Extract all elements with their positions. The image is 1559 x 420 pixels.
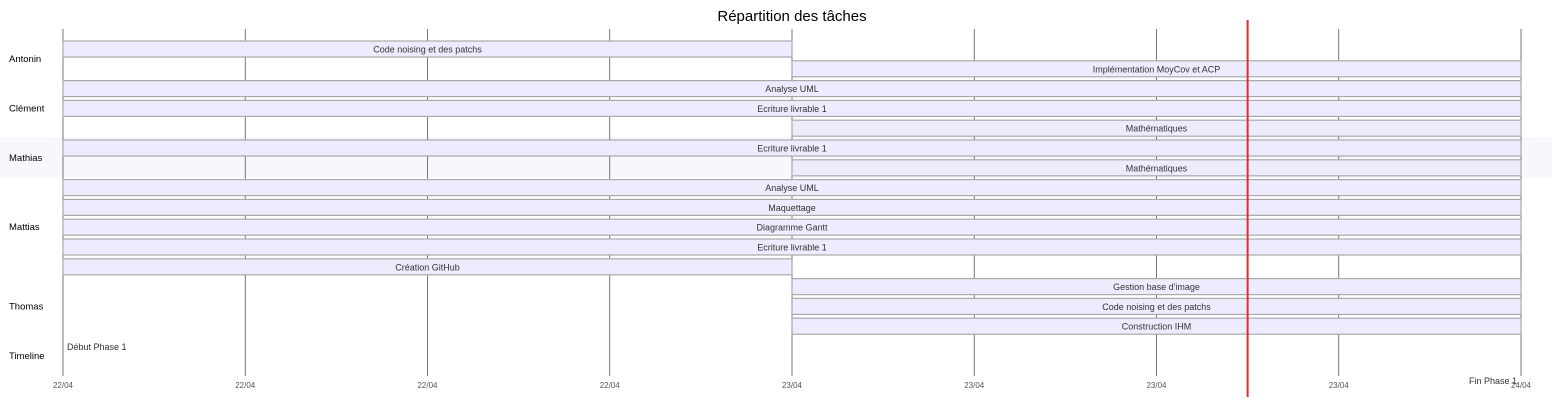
task-bar[interactable] [62,40,793,58]
task-bar[interactable] [62,139,1522,157]
task-bar[interactable] [62,258,793,276]
task-bar[interactable] [791,278,1522,296]
task-label: Construction IHM [1122,322,1192,332]
task-label: Code noising et des patchs [373,45,482,55]
chart-title: Répartition des tâches [717,8,866,25]
x-tick-label: 23/04 [964,381,985,390]
x-tick-label: 23/04 [1146,381,1167,390]
task-bar[interactable] [791,317,1522,335]
x-tick-label: 22/04 [235,381,256,390]
task-label: Gestion base d'image [1113,282,1200,292]
section-label: Thomas [9,301,44,312]
task-bar[interactable] [62,99,1522,118]
section-label: Clément [9,103,45,114]
x-tick-label: 23/04 [782,381,803,390]
section-label: Antonin [9,54,41,65]
section-label: Timeline [9,351,45,362]
task-bar[interactable] [791,159,1522,177]
section-label: Mattias [9,222,40,233]
task-label: Code noising et des patchs [1102,302,1211,312]
x-tick-label: 24/04 [1511,381,1532,390]
task-label: Analyse UML [765,84,819,94]
task-label: Création GitHub [395,262,460,272]
task-label: Ecriture livrable 1 [757,243,827,253]
x-tick-label: 22/04 [417,381,438,390]
task-bar[interactable] [791,60,1522,78]
task-bar[interactable] [791,119,1522,137]
task-label: Diagramme Gantt [756,223,828,233]
task-bar[interactable] [62,238,1522,256]
task-bar[interactable] [62,79,1522,98]
task-bar[interactable] [62,198,1522,216]
x-tick-label: 22/04 [53,381,74,390]
milestone-label: Fin Phase 1 [1469,376,1517,386]
task-label: Mathématiques [1126,124,1188,134]
task-bar[interactable] [62,218,1522,236]
task-label: Mathématiques [1126,163,1188,173]
x-tick-label: 22/04 [600,381,621,390]
milestone-label: Début Phase 1 [67,342,127,352]
task-label: Ecriture livrable 1 [757,144,827,154]
task-label: Analyse UML [765,183,819,193]
task-bar[interactable] [791,297,1522,315]
section-label: Mathias [9,153,43,164]
task-label: Maquettage [768,203,816,213]
task-bar[interactable] [62,179,1522,197]
x-tick-label: 23/04 [1329,381,1350,390]
task-label: Ecriture livrable 1 [757,104,827,114]
task-label: Implémentation MoyCov et ACP [1093,64,1221,74]
